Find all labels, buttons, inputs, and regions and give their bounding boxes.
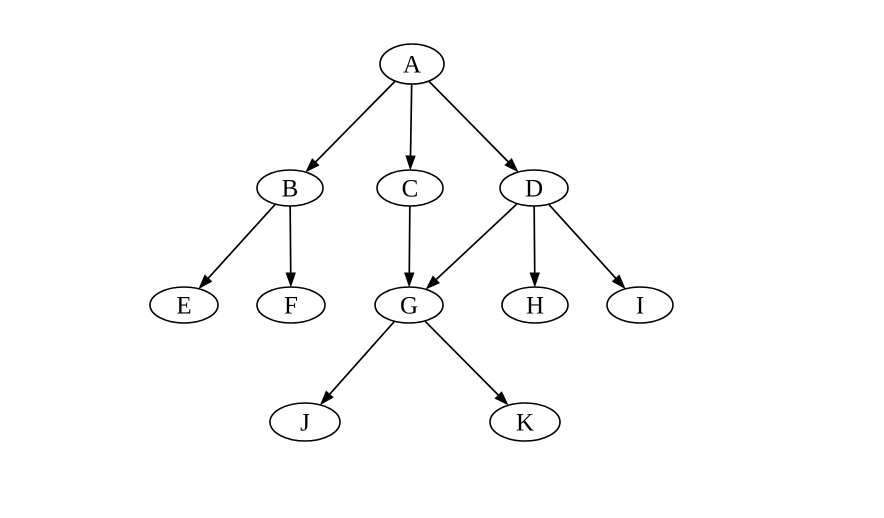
node-label: H xyxy=(526,293,544,320)
node-shape-ellipse xyxy=(256,169,324,207)
arrowhead-icon xyxy=(494,391,509,406)
edge-a-to-b xyxy=(305,80,396,173)
edge-line xyxy=(328,321,395,395)
node-c[interactable]: C xyxy=(376,169,444,207)
edge-a-to-d xyxy=(428,80,519,173)
arrowhead-icon xyxy=(425,275,440,290)
node-label: J xyxy=(300,410,310,437)
edge-line xyxy=(409,84,413,157)
node-shape-ellipse xyxy=(489,402,561,442)
node-shape-ellipse xyxy=(149,286,219,324)
arrowhead-icon xyxy=(305,158,320,173)
node-d[interactable]: D xyxy=(499,169,569,207)
node-a[interactable]: A xyxy=(379,43,445,85)
node-g[interactable]: G xyxy=(374,286,444,324)
nodes-layer: A B C D E F G H I J K xyxy=(149,43,674,442)
edge-line xyxy=(435,203,518,281)
node-f[interactable]: F xyxy=(256,286,326,324)
node-shape-ellipse xyxy=(269,402,341,442)
node-i[interactable]: I xyxy=(606,286,674,324)
node-shape-ellipse xyxy=(499,169,569,207)
node-j[interactable]: J xyxy=(269,402,341,442)
arrowhead-icon xyxy=(504,157,519,173)
edge-c-to-g xyxy=(404,206,415,288)
node-shape-ellipse xyxy=(376,169,444,207)
edge-line xyxy=(408,206,411,274)
edge-line xyxy=(424,320,500,396)
edge-a-to-c xyxy=(405,84,416,171)
node-label: I xyxy=(636,293,644,320)
node-h[interactable]: H xyxy=(501,286,569,324)
node-label: B xyxy=(282,176,299,203)
arrowhead-icon xyxy=(405,155,416,171)
arrowhead-icon xyxy=(198,274,213,290)
edge-b-to-e xyxy=(198,203,276,290)
edge-b-to-f xyxy=(285,206,296,288)
arrowhead-icon xyxy=(529,272,540,288)
node-b[interactable]: B xyxy=(256,169,324,207)
node-shape-ellipse xyxy=(606,286,674,324)
node-shape-ellipse xyxy=(379,43,445,85)
node-label: A xyxy=(403,52,421,79)
node-label: E xyxy=(176,293,191,320)
edge-g-to-j xyxy=(319,321,395,406)
edge-line xyxy=(314,80,396,163)
node-label: G xyxy=(400,293,418,320)
edge-line xyxy=(533,206,536,274)
arrowhead-icon xyxy=(285,272,296,288)
edge-line xyxy=(207,203,276,279)
node-label: K xyxy=(516,410,534,437)
node-shape-ellipse xyxy=(501,286,569,324)
edge-g-to-k xyxy=(424,320,509,406)
edge-line xyxy=(289,206,292,274)
edge-d-to-i xyxy=(548,204,626,290)
arrowhead-icon xyxy=(404,272,415,288)
arrowhead-icon xyxy=(611,274,626,290)
arrowhead-icon xyxy=(319,390,334,406)
edge-d-to-g xyxy=(425,203,518,290)
node-e[interactable]: E xyxy=(149,286,219,324)
edges-layer xyxy=(198,80,626,406)
edge-line xyxy=(548,204,617,279)
node-label: F xyxy=(284,293,298,320)
edge-d-to-h xyxy=(529,206,540,288)
node-shape-ellipse xyxy=(374,286,444,324)
node-label: C xyxy=(402,176,419,203)
node-k[interactable]: K xyxy=(489,402,561,442)
edge-line xyxy=(428,80,509,163)
node-shape-ellipse xyxy=(256,286,326,324)
node-label: D xyxy=(525,176,543,203)
